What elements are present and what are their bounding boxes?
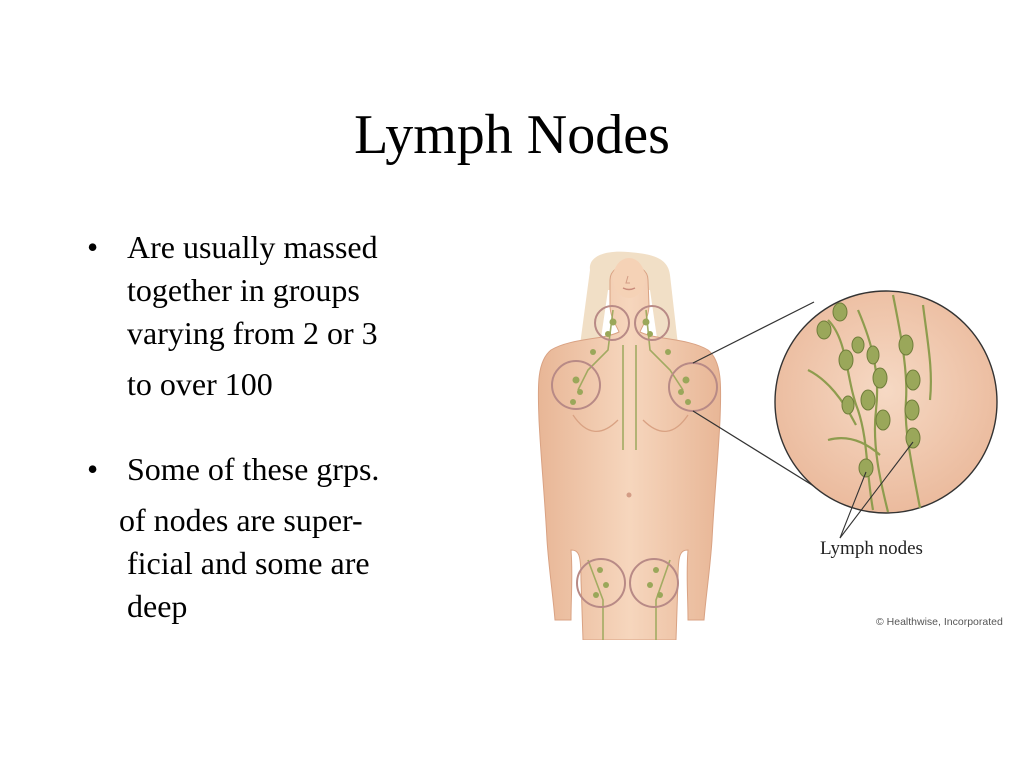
label-pointer-lines xyxy=(839,441,914,539)
bullet-line: Some of these grps. xyxy=(127,451,380,487)
bullet-list: • Are usually massed together in groups … xyxy=(80,226,460,628)
image-credit: © Healthwise, Incorporated xyxy=(876,616,1003,628)
bullet-item: • Some of these grps. of nodes are super… xyxy=(80,448,460,628)
bullet-item: • Are usually massed together in groups … xyxy=(80,226,460,406)
magnified-nodes xyxy=(816,302,921,478)
bullet-marker: • xyxy=(87,229,99,265)
body-illustration xyxy=(537,251,998,640)
bullet-line: Are usually massed xyxy=(127,229,378,265)
bullet-line: together in groups xyxy=(127,272,360,308)
navel-shape xyxy=(626,492,632,498)
bullet-line: to over 100 xyxy=(127,366,273,402)
nose-shape xyxy=(625,275,630,284)
bullet-line: varying from 2 or 3 xyxy=(127,315,378,351)
bullet-line: ficial and some are xyxy=(127,545,370,581)
chest-shape xyxy=(642,414,689,432)
bullet-line: deep xyxy=(127,588,188,624)
lymph-nodes-label: Lymph nodes xyxy=(820,538,923,559)
chest-shape xyxy=(572,414,619,432)
hair-shape xyxy=(580,251,678,345)
lymph-node-cluster xyxy=(570,318,691,598)
mouth-shape xyxy=(622,287,636,291)
lymph-network xyxy=(577,309,684,640)
slide-title: Lymph Nodes xyxy=(354,104,670,166)
torso-shape xyxy=(537,264,722,640)
magnified-view xyxy=(774,290,998,514)
bullet-line: of nodes are super- xyxy=(119,502,363,538)
lymph-node-illustration: Lymph nodes © Healthwise, Incorporated xyxy=(528,250,1024,640)
face-shape xyxy=(613,258,645,298)
highlight-circles xyxy=(551,305,718,608)
bullet-marker: • xyxy=(87,451,99,487)
